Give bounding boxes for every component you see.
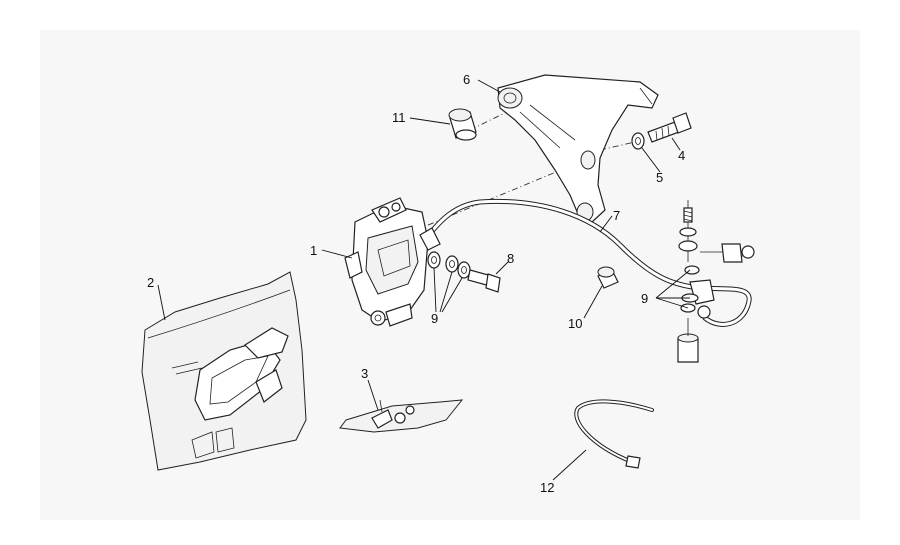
leader-8 — [495, 261, 509, 275]
brake-pad-kit — [141, 271, 307, 471]
callout-6: 6 — [463, 72, 470, 87]
leader-10 — [583, 285, 603, 319]
callout-7: 7 — [613, 208, 620, 223]
leader-9-caliper — [433, 267, 463, 313]
leader-1 — [321, 249, 353, 259]
callout-8: 8 — [507, 251, 514, 266]
washers-9-caliper — [427, 251, 471, 279]
leader-5 — [641, 147, 661, 173]
callout-9-hose: 9 — [641, 291, 648, 306]
bolt-4 — [647, 112, 692, 143]
caliper-bracket — [497, 74, 659, 223]
brake-caliper — [344, 197, 429, 327]
callout-4: 4 — [678, 148, 685, 163]
callout-11: 11 — [392, 110, 406, 125]
leader-11 — [409, 117, 451, 125]
grommet — [597, 266, 619, 289]
callout-10: 10 — [568, 316, 582, 331]
brake-hose — [419, 198, 752, 327]
callout-12: 12 — [540, 480, 554, 495]
bushing — [448, 108, 477, 141]
bleed-fitting — [678, 200, 755, 263]
leader-4 — [671, 137, 681, 151]
callout-5: 5 — [656, 170, 663, 185]
leader-3 — [367, 379, 379, 411]
leader-9-hose — [655, 269, 691, 309]
callout-9-caliper: 9 — [431, 311, 438, 326]
leader-7 — [599, 215, 613, 233]
washer-5 — [631, 132, 645, 150]
banjo-bolt — [467, 269, 501, 293]
callout-2: 2 — [147, 275, 154, 290]
callout-1: 1 — [310, 243, 317, 258]
cable-tie — [574, 399, 654, 469]
axis-line-caliper-bracket — [379, 159, 586, 246]
bleed-screw-kit — [339, 399, 464, 433]
leader-12 — [552, 449, 587, 481]
axis-line-5-bracket — [599, 141, 636, 151]
leader-6 — [477, 79, 501, 93]
callout-3: 3 — [361, 366, 368, 381]
leader-2 — [157, 284, 166, 321]
